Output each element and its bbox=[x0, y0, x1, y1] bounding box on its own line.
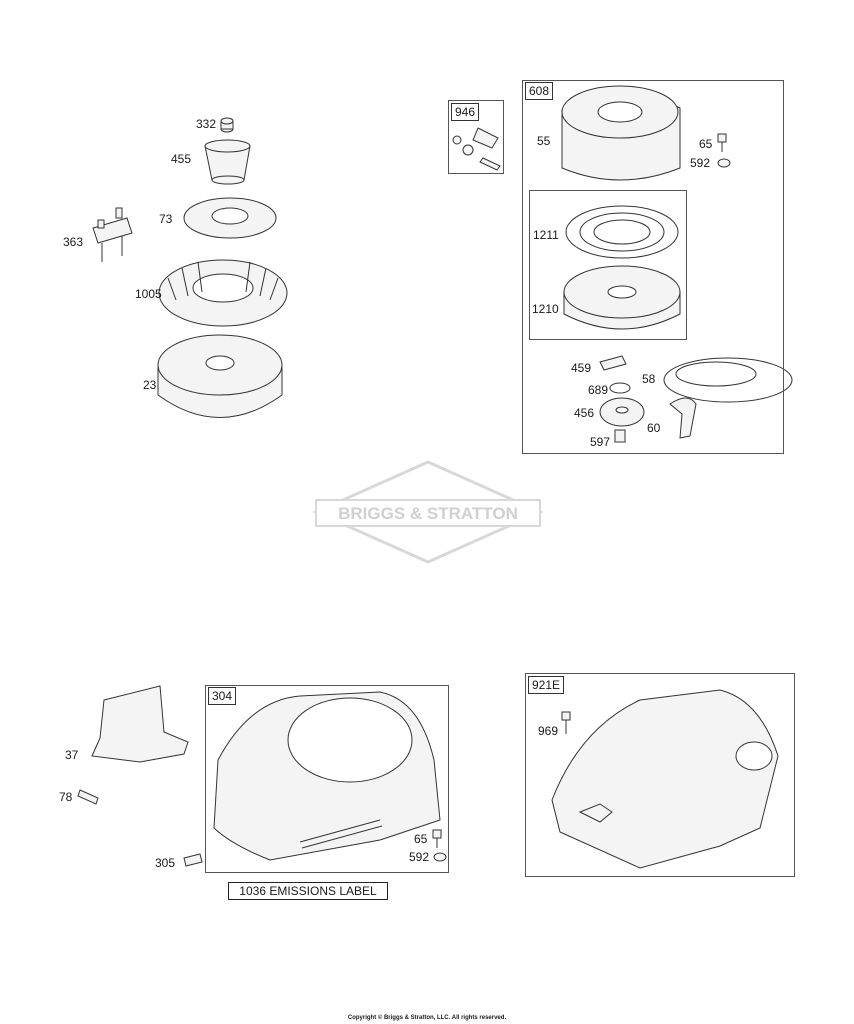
part-969-screw bbox=[561, 711, 571, 734]
part-689-clip bbox=[609, 382, 631, 394]
part-55-housing bbox=[561, 85, 681, 181]
part-921E-cover bbox=[551, 689, 779, 869]
kit-946-tag: 946 bbox=[451, 103, 480, 121]
part-65-bolt-a bbox=[717, 133, 727, 152]
part-65-bolt-b bbox=[432, 829, 442, 848]
kit-304-box bbox=[205, 685, 449, 873]
kit-921E-box bbox=[525, 673, 795, 877]
kit-946-box bbox=[448, 100, 504, 174]
callout-455: 455 bbox=[171, 152, 192, 166]
part-58-rope bbox=[663, 357, 793, 403]
part-363-bracket bbox=[92, 207, 133, 262]
part-23-flywheel bbox=[157, 334, 283, 418]
callout-65-a: 65 bbox=[699, 137, 713, 151]
part-459-pawl bbox=[599, 355, 627, 371]
part-60-handle bbox=[669, 397, 697, 439]
part-592-nut-b bbox=[433, 852, 447, 862]
callout-78: 78 bbox=[59, 790, 73, 804]
callout-592-a: 592 bbox=[690, 156, 711, 170]
callout-60: 60 bbox=[647, 421, 661, 435]
callout-1211: 1211 bbox=[533, 228, 559, 242]
part-592-nut-a bbox=[717, 158, 731, 168]
callout-37: 37 bbox=[65, 748, 79, 762]
copyright-notice: Copyright © Briggs & Stratton, LLC. All … bbox=[347, 1015, 507, 1021]
watermark-text: BRIGGS & STRATTON bbox=[338, 504, 518, 523]
callout-363: 363 bbox=[63, 235, 84, 249]
part-455-cup bbox=[204, 139, 251, 185]
part-78-screw bbox=[77, 789, 99, 805]
kit-304-tag: 304 bbox=[208, 687, 237, 705]
part-305-screw bbox=[183, 853, 203, 867]
callout-459: 459 bbox=[571, 361, 592, 375]
callout-969: 969 bbox=[538, 724, 559, 738]
part-73-screen bbox=[183, 197, 277, 239]
part-1005-fan bbox=[158, 259, 288, 327]
callout-65-b: 65 bbox=[414, 832, 428, 846]
callout-55: 55 bbox=[537, 134, 551, 148]
brand-watermark-logo bbox=[312, 460, 544, 564]
part-946-assembly bbox=[452, 127, 501, 171]
callout-332: 332 bbox=[196, 117, 217, 131]
part-304-housing bbox=[213, 691, 441, 861]
callout-58: 58 bbox=[642, 372, 656, 386]
part-332-nut bbox=[220, 117, 234, 133]
kit-608-box bbox=[522, 80, 784, 454]
callout-597: 597 bbox=[590, 435, 611, 449]
kit-608-inner-box bbox=[529, 190, 687, 340]
callout-305: 305 bbox=[155, 856, 176, 870]
part-37-shield bbox=[91, 685, 189, 763]
callout-689: 689 bbox=[588, 383, 609, 397]
callout-1005: 1005 bbox=[135, 287, 162, 301]
callout-592-b: 592 bbox=[409, 850, 430, 864]
part-1210-pulley bbox=[563, 265, 681, 330]
part-597-screw bbox=[614, 429, 626, 443]
callout-23: 23 bbox=[143, 378, 157, 392]
callout-1210: 1210 bbox=[532, 302, 559, 316]
part-1211-spring bbox=[565, 205, 679, 259]
emissions-label: 1036 EMISSIONS LABEL bbox=[228, 882, 388, 900]
kit-921E-tag: 921E bbox=[528, 676, 565, 694]
callout-456: 456 bbox=[574, 406, 595, 420]
callout-73: 73 bbox=[159, 212, 173, 226]
kit-608-tag: 608 bbox=[525, 82, 554, 100]
part-456-retainer bbox=[599, 397, 645, 427]
